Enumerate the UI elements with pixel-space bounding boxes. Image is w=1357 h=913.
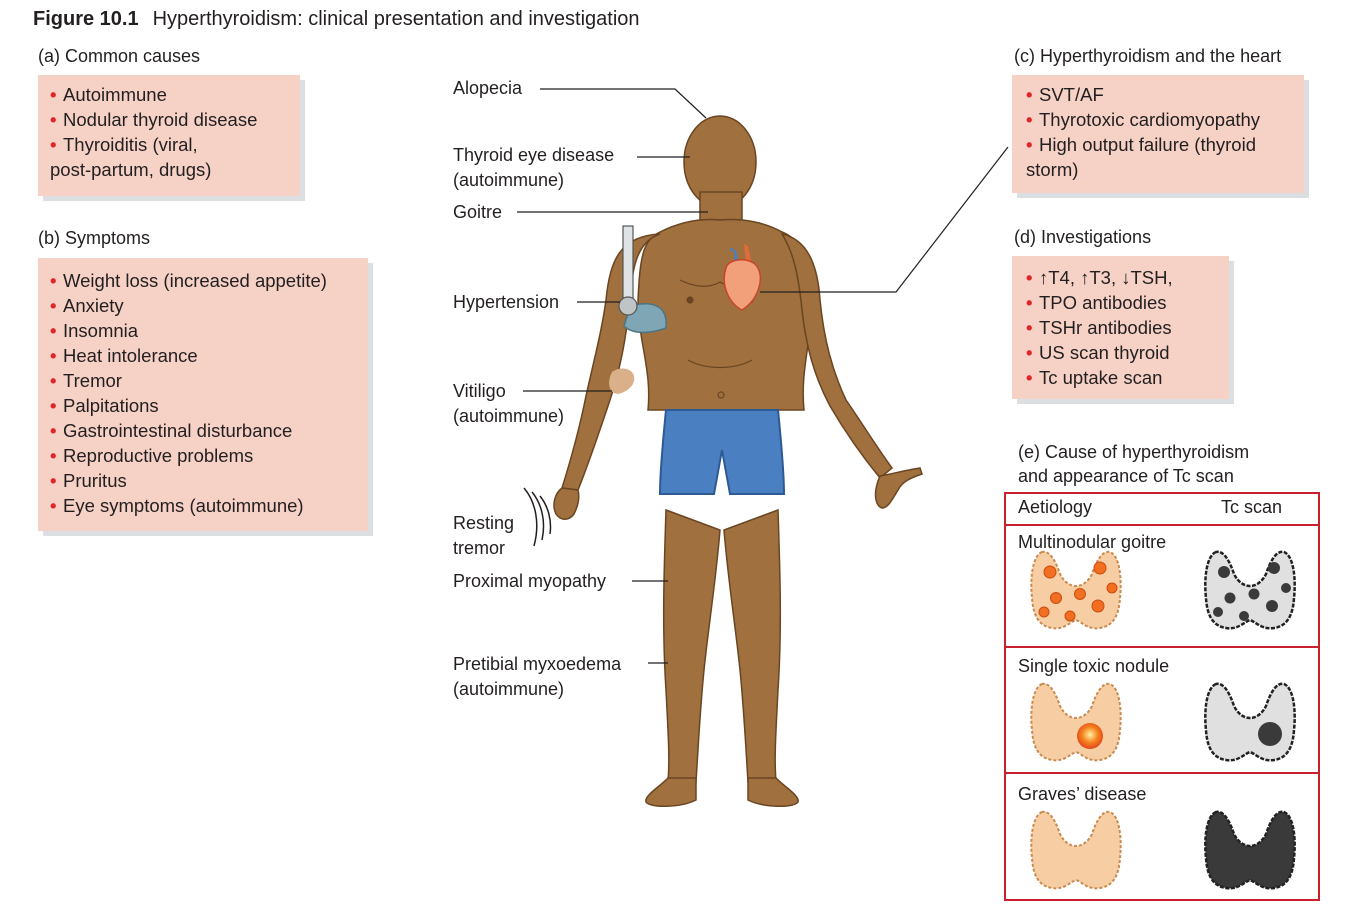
list-item: •Nodular thyroid disease — [50, 109, 258, 130]
investigations-box: •↑T4, ↑T3, ↓TSH, •TPO antibodies •TSHr a… — [1012, 256, 1229, 399]
symptoms-box: •Weight loss (increased appetite) •Anxie… — [38, 258, 368, 531]
row-label-graves: Graves’ disease — [1018, 784, 1147, 804]
column-header-aetiology: Aetiology — [1018, 497, 1093, 517]
bullet-icon: • — [1026, 84, 1033, 105]
bullet-icon: • — [1026, 342, 1033, 363]
bullet-icon: • — [50, 109, 57, 130]
list-item: •TSHr antibodies — [1026, 317, 1172, 338]
label-vitiligo-note: (autoimmune) — [453, 406, 565, 426]
vitiligo-patch — [609, 368, 635, 394]
investigations-heading: (d) Investigations — [1014, 227, 1152, 247]
bullet-icon: • — [50, 320, 57, 341]
list-item: •Heat intolerance — [50, 345, 198, 366]
list-item: •Gastrointestinal disturbance — [50, 420, 293, 441]
figure-number: Figure 10.1 — [33, 8, 139, 30]
bullet-icon: • — [50, 470, 57, 491]
list-item: •Tremor — [50, 370, 122, 391]
label-thyroid-eye-disease-note: (autoimmune) — [453, 170, 565, 190]
tc-scan-single-nodule-icon — [1204, 682, 1296, 762]
scan-heading: (e) Cause of hyperthyroidism and appeara… — [1018, 440, 1249, 488]
heart-icon — [723, 244, 762, 311]
bullet-icon: • — [50, 295, 57, 316]
table-row — [1004, 772, 1320, 901]
label-proximal-myopathy: Proximal myopathy — [453, 571, 607, 591]
bullet-icon: • — [50, 345, 57, 366]
list-item: •↑T4, ↑T3, ↓TSH, — [1026, 267, 1173, 288]
thyroid-gland-icon — [1030, 682, 1122, 762]
list-item: •Eye symptoms (autoimmune) — [50, 495, 304, 516]
bullet-icon: • — [50, 445, 57, 466]
label-hypertension: Hypertension — [453, 292, 560, 312]
list-item: •US scan thyroid — [1026, 342, 1170, 363]
label-vitiligo: Vitiligo — [453, 381, 506, 401]
scan-table: Aetiology Tc scan Multinodular goitre Si… — [1004, 492, 1320, 901]
thyroid-gland-icon — [1030, 550, 1122, 630]
list-item: •Insomnia — [50, 320, 139, 341]
label-alopecia: Alopecia — [453, 78, 523, 98]
bullet-icon: • — [1026, 267, 1033, 288]
row-label-single-nodule: Single toxic nodule — [1018, 656, 1170, 676]
bullet-icon: • — [50, 420, 57, 441]
list-item: •TPO antibodies — [1026, 292, 1167, 313]
symptoms-heading: (b) Symptoms — [38, 228, 151, 248]
list-item: •SVT/AF — [1026, 84, 1104, 105]
causes-heading: (a) Common causes — [38, 46, 201, 66]
scan-heading-line2: and appearance of Tc scan — [1018, 466, 1234, 486]
list-item: •Thyroiditis (viral, — [50, 134, 198, 155]
tc-scan-multinodular-icon — [1204, 550, 1296, 630]
figure-title-text: Hyperthyroidism: clinical presentation a… — [152, 8, 640, 30]
bullet-icon: • — [1026, 367, 1033, 388]
label-thyroid-eye-disease: Thyroid eye disease — [453, 145, 615, 165]
bullet-icon: • — [1026, 109, 1033, 130]
label-pretibial-myxoedema-note: (autoimmune) — [453, 679, 565, 699]
list-item: •Tc uptake scan — [1026, 367, 1163, 388]
label-pretibial-myxoedema: Pretibial myxoedema — [453, 654, 622, 674]
bullet-icon: • — [1026, 292, 1033, 313]
causes-box: •Autoimmune •Nodular thyroid disease •Th… — [38, 75, 300, 196]
human-body-illustration — [523, 115, 923, 807]
list-item-continued: storm) — [1026, 159, 1079, 180]
bullet-icon: • — [50, 84, 57, 105]
column-header-tc-scan: Tc scan — [1221, 497, 1283, 517]
bullet-icon: • — [1026, 134, 1033, 155]
heart-heading: (c) Hyperthyroidism and the heart — [1014, 46, 1282, 66]
label-resting: Resting — [453, 513, 515, 533]
bullet-icon: • — [50, 134, 57, 155]
thyroid-illustrations — [1030, 550, 1296, 890]
list-item: •Pruritus — [50, 470, 127, 491]
list-item: •Anxiety — [50, 295, 124, 316]
list-item-continued: post-partum, drugs) — [50, 159, 212, 180]
list-item: •High output failure (thyroid — [1026, 134, 1256, 155]
bullet-icon: • — [1026, 317, 1033, 338]
bullet-icon: • — [50, 370, 57, 391]
scan-heading-line1: (e) Cause of hyperthyroidism — [1018, 442, 1250, 462]
label-tremor: tremor — [453, 538, 506, 558]
shorts — [658, 409, 786, 495]
label-goitre: Goitre — [453, 202, 503, 222]
list-item: •Palpitations — [50, 395, 159, 416]
list-item: •Reproductive problems — [50, 445, 254, 466]
list-item: •Thyrotoxic cardiomyopathy — [1026, 109, 1261, 130]
bullet-icon: • — [50, 495, 57, 516]
figure-title: Figure 10.1 Hyperthyroidism: clinical pre… — [33, 8, 640, 31]
row-label-multinodular: Multinodular goitre — [1018, 532, 1167, 552]
list-item: •Weight loss (increased appetite) — [50, 270, 327, 291]
bullet-icon: • — [50, 395, 57, 416]
list-item: •Autoimmune — [50, 84, 167, 105]
bullet-icon: • — [50, 270, 57, 291]
heart-box: •SVT/AF •Thyrotoxic cardiomyopathy •High… — [1012, 75, 1304, 193]
tremor-motion-icon — [523, 487, 552, 547]
